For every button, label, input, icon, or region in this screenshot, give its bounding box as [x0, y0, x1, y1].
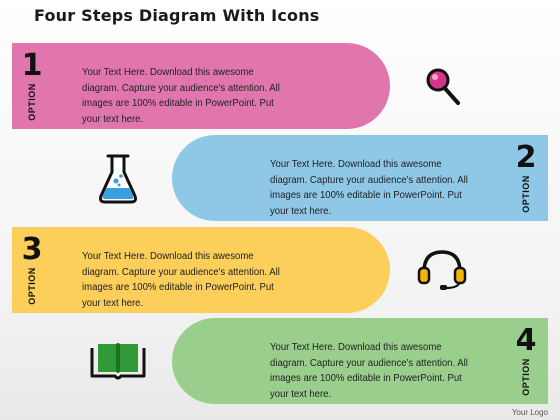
step-2-text: Your Text Here. Download this awesome di…: [270, 159, 468, 217]
diagram-title: Four Steps Diagram With Icons: [34, 6, 320, 25]
step-3-band: 3 OPTION Your Text Here. Download this a…: [12, 227, 390, 313]
flask-icon: [99, 154, 137, 204]
step-4-option-label: OPTION: [521, 358, 531, 396]
book-icon: [90, 343, 146, 380]
headset-icon: [417, 250, 467, 290]
step-3-number: 3: [21, 232, 43, 267]
step-4-band: 4 OPTION Your Text Here. Download this a…: [172, 318, 548, 404]
step-4-number: 4: [515, 323, 537, 358]
step-1-text: Your Text Here. Download this awesome di…: [82, 67, 280, 125]
step-2-option-label: OPTION: [521, 175, 531, 213]
step-2-band: 2 OPTION Your Text Here. Download this a…: [172, 135, 548, 221]
step-1-number: 1: [21, 48, 43, 83]
step-2-number: 2: [515, 140, 537, 175]
magnifier-icon: [426, 68, 460, 105]
step-3-option-label: OPTION: [27, 267, 37, 305]
step-1-option-label: OPTION: [27, 83, 37, 121]
step-1-band: 1 OPTION Your Text Here. Download this a…: [12, 43, 390, 129]
step-3-text: Your Text Here. Download this awesome di…: [82, 251, 280, 309]
step-4-text: Your Text Here. Download this awesome di…: [270, 342, 468, 400]
logo-text: Your Logo: [511, 408, 548, 417]
